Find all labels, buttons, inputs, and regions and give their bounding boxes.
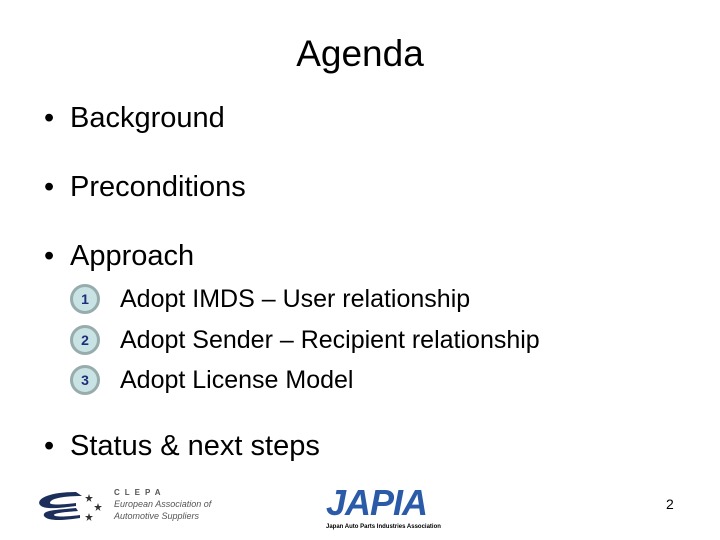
approach-label: Adopt IMDS – User relationship	[120, 285, 471, 313]
approach-item-1: 1 Adopt IMDS – User relationship	[70, 284, 470, 314]
clepa-brand: CLEPA	[114, 488, 166, 497]
japia-logo: JAPIA Japan Auto Parts Industries Associ…	[326, 484, 441, 531]
bullet-dot: •	[44, 102, 55, 134]
bullet-approach: • Approach	[44, 239, 194, 273]
bullet-label: Status & next steps	[70, 430, 320, 462]
clepa-line2: Automotive Suppliers	[114, 511, 200, 521]
clepa-wordmark: CLEPA European Association of Automotive…	[114, 487, 211, 522]
approach-item-3: 3 Adopt License Model	[70, 365, 353, 395]
japia-wordmark: JAPIA	[326, 482, 428, 523]
slide-title: Agenda	[296, 33, 424, 74]
bullet-preconditions: • Preconditions	[44, 170, 246, 204]
bullet-status: • Status & next steps	[44, 429, 320, 463]
number-badge: 1	[70, 284, 100, 314]
clepa-logo	[39, 492, 102, 521]
number-badge: 3	[70, 365, 100, 395]
bullet-dot: •	[44, 430, 55, 462]
approach-item-2: 2 Adopt Sender – Recipient relationship	[70, 325, 540, 355]
bullet-dot: •	[44, 240, 55, 272]
star-icon	[85, 513, 93, 521]
page-number: 2	[666, 496, 674, 512]
bullet-label: Approach	[70, 240, 195, 272]
clepa-line1: European Association of	[114, 499, 212, 509]
approach-label: Adopt Sender – Recipient relationship	[120, 326, 540, 354]
japia-subtitle: Japan Auto Parts Industries Association	[326, 524, 441, 530]
number-badge: 2	[70, 325, 100, 355]
bullet-dot: •	[44, 171, 55, 203]
star-icon	[94, 503, 102, 511]
bullet-label: Preconditions	[70, 171, 246, 203]
approach-label: Adopt License Model	[120, 366, 354, 394]
bullet-label: Background	[70, 102, 225, 134]
star-icon	[85, 494, 93, 502]
bullet-background: • Background	[44, 101, 225, 135]
